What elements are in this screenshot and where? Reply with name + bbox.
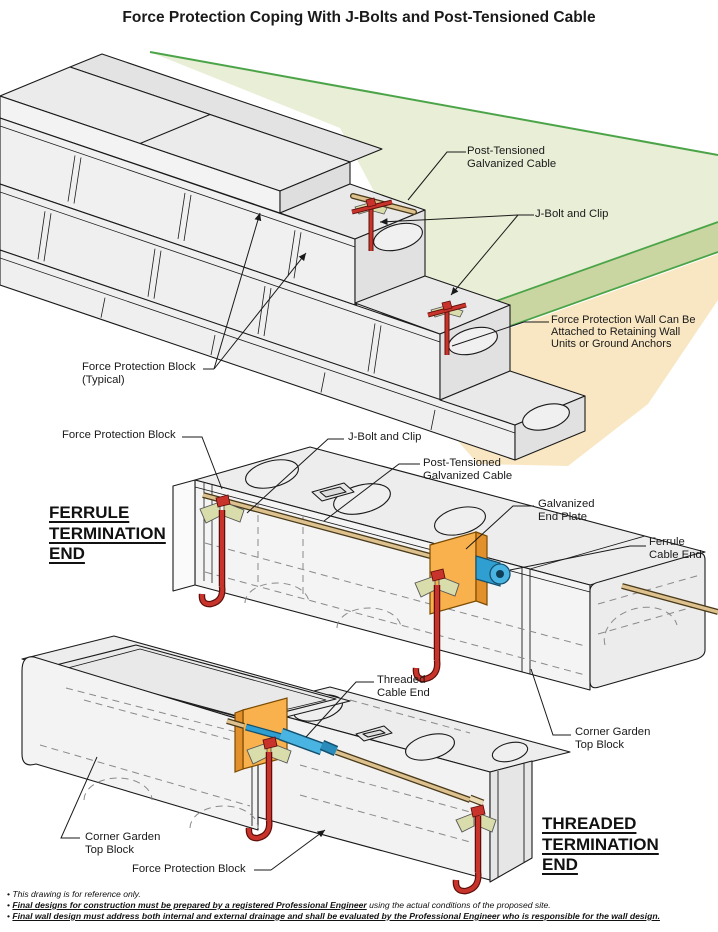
t-hidden-lines <box>39 687 471 843</box>
t-jbolt-mid <box>245 736 292 842</box>
t-cable <box>334 749 485 807</box>
grass-surface <box>150 52 718 320</box>
heading-ferrule-termination-end: FERRULE TERMINATION END <box>49 503 166 563</box>
leader-f-corner <box>530 668 571 736</box>
leader-f-cable <box>323 463 420 522</box>
dome <box>491 741 529 763</box>
page-title: Force Protection Coping With J-Bolts and… <box>122 9 596 26</box>
label-force-protection-block-typical: Force Protection Block (Typical) <box>82 361 196 387</box>
label-wall-attach: Force Protection Wall Can Be Attached to… <box>551 314 696 351</box>
bolt-nut <box>215 494 231 508</box>
f-cable <box>202 492 718 615</box>
leader-t-corner <box>60 756 98 839</box>
dome <box>405 733 455 761</box>
leader-lines <box>60 151 646 871</box>
grass-far-edge-line <box>149 51 718 156</box>
retaining-wall <box>0 53 586 461</box>
tub-front-face <box>21 656 259 831</box>
bolt-nut <box>470 804 486 818</box>
label-jbolt-clip-ferrule: J-Bolt and Clip <box>348 431 422 443</box>
t-funnel-recess <box>355 725 393 742</box>
grass-slope-band <box>443 222 718 350</box>
dome <box>373 222 423 252</box>
f-block-left-end <box>172 479 196 592</box>
bolt-nut <box>441 300 453 311</box>
label-ferrule-cable-end: Ferrule Cable End <box>649 536 702 562</box>
t-threaded-cable-end <box>226 718 339 757</box>
ferrule-assembly <box>172 446 706 691</box>
t-block-end-face <box>489 760 533 883</box>
leader-top-cable <box>407 151 466 201</box>
label-post-tensioned-cable-top: Post-Tensioned Galvanized Cable <box>467 145 557 171</box>
clip-wing <box>455 812 475 833</box>
label-galvanized-end-plate: Galvanized End Plate <box>538 498 595 524</box>
bolt-nut <box>262 736 278 750</box>
leader-top-block-b <box>213 252 307 370</box>
block-grooves <box>37 155 436 430</box>
label-corner-garden-block-threaded: Corner Garden Top Block <box>85 831 161 857</box>
tub-opening <box>51 644 337 721</box>
label-jbolt-clip-top: J-Bolt and Clip <box>535 208 609 220</box>
leader-f-jbolt <box>246 438 344 514</box>
step-domes <box>373 222 570 431</box>
label-force-protection-block-ferrule: Force Protection Block <box>62 429 176 441</box>
f-corner-block-end-face <box>589 552 706 689</box>
leader-t-block-arrow <box>270 829 326 871</box>
label-corner-garden-block-ferrule: Corner Garden Top Block <box>575 726 651 752</box>
leader-top-jbolt-a <box>379 214 519 226</box>
bolt-nut <box>430 568 446 582</box>
dome <box>522 403 570 431</box>
footnotes: This drawing is for reference only. Fina… <box>7 889 660 922</box>
footnote-3: Final wall design must address both inte… <box>7 911 660 922</box>
f-jbolt-mid <box>412 568 460 683</box>
heading-threaded-termination-end: THREADED TERMINATION END <box>542 814 659 874</box>
leader-f-plate <box>465 505 534 550</box>
leader-top-jbolt-b <box>450 214 519 296</box>
wall-jbolt-2 <box>427 300 467 355</box>
wall-jbolt-1 <box>351 197 393 251</box>
bolt-nut <box>365 197 377 208</box>
f-ferrule-cable-end <box>475 555 511 587</box>
leader-f-block <box>182 436 223 490</box>
footnote-1: This drawing is for reference only. <box>7 889 660 900</box>
dome <box>434 506 486 536</box>
leader-t-threaded <box>305 681 374 738</box>
footnote-2: Final designs for construction must be p… <box>7 900 660 911</box>
leader-top-attach <box>451 321 549 347</box>
leader-f-ferrule <box>509 545 646 571</box>
label-post-tensioned-cable-ferrule: Post-Tensioned Galvanized Cable <box>423 457 513 483</box>
label-force-protection-block-threaded: Force Protection Block <box>132 863 246 875</box>
leader-top-block-a <box>213 212 262 370</box>
f-hidden-lines <box>204 503 701 676</box>
f-jbolt-left <box>198 494 245 608</box>
f-funnel-recess <box>311 482 355 502</box>
label-threaded-cable-end: Threaded Cable End <box>377 674 430 700</box>
threaded-assembly <box>21 635 571 883</box>
